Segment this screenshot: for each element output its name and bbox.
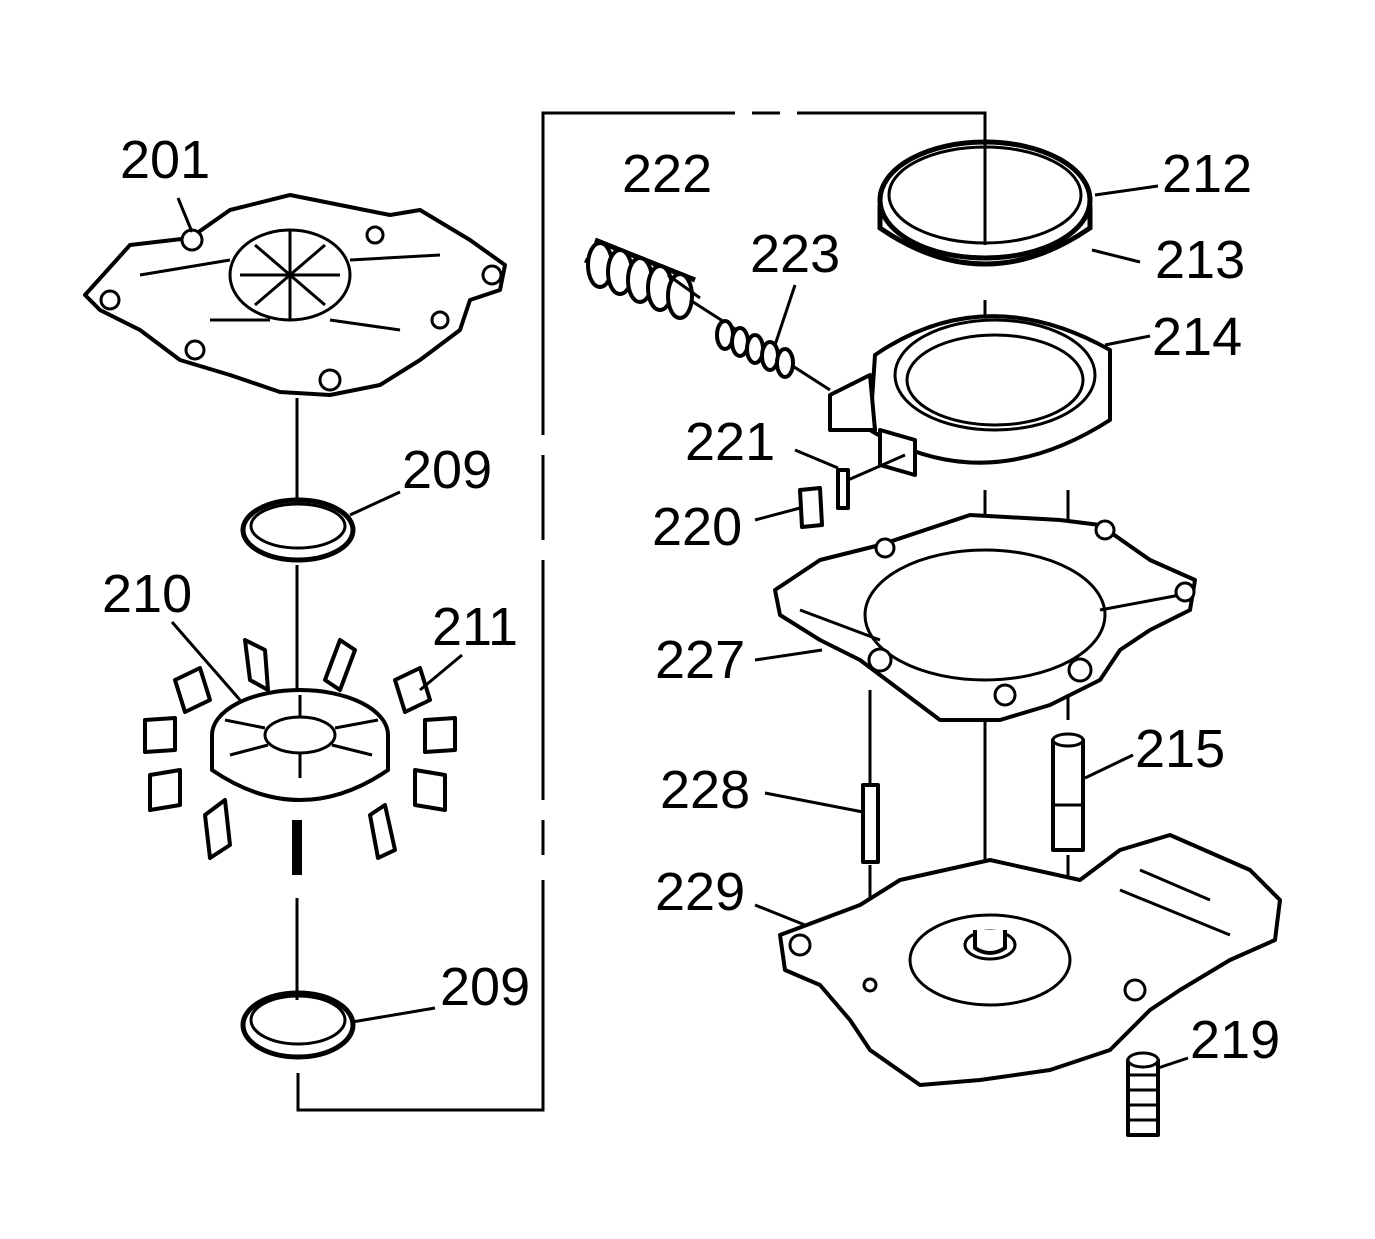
label-210: 210 bbox=[102, 564, 192, 624]
part-222-outer-spring bbox=[584, 237, 831, 392]
part-219-filter bbox=[1126, 1051, 1160, 1137]
part-214-slide bbox=[828, 314, 1112, 477]
label-211: 211 bbox=[432, 597, 518, 657]
part-229-base-plate bbox=[778, 833, 1282, 1087]
part-228-dowel-pin bbox=[861, 783, 880, 864]
part-labels: 201 209 210 211 209 222 223 212 213 214 … bbox=[102, 130, 1280, 1070]
part-227-housing bbox=[773, 513, 1197, 722]
part-220-seal bbox=[798, 486, 824, 529]
label-212: 212 bbox=[1162, 144, 1252, 204]
label-219: 219 bbox=[1190, 1010, 1280, 1070]
part-209-upper-seal-ring bbox=[240, 497, 356, 563]
label-201: 201 bbox=[120, 130, 210, 190]
label-221: 221 bbox=[685, 412, 775, 472]
part-221-pivot-pin bbox=[836, 453, 906, 510]
label-229: 229 bbox=[655, 862, 745, 922]
label-209-lower: 209 bbox=[440, 957, 530, 1017]
label-220: 220 bbox=[652, 497, 742, 557]
part-213-ring bbox=[877, 205, 1093, 267]
label-213: 213 bbox=[1155, 230, 1245, 290]
label-215: 215 bbox=[1135, 719, 1225, 779]
part-201-cover-plate bbox=[83, 193, 507, 397]
label-214: 214 bbox=[1152, 307, 1242, 367]
part-211-vanes bbox=[143, 638, 457, 860]
label-227: 227 bbox=[655, 630, 745, 690]
part-210-rotor bbox=[210, 688, 390, 875]
part-209-lower-seal-ring bbox=[240, 990, 356, 1060]
leader-lines bbox=[170, 184, 1189, 1070]
part-212-ring bbox=[877, 139, 1093, 261]
label-222: 222 bbox=[622, 144, 712, 204]
part-223-inner-spring bbox=[715, 319, 795, 379]
part-215-pin bbox=[1051, 732, 1085, 852]
label-209-upper: 209 bbox=[402, 440, 492, 500]
label-228: 228 bbox=[660, 760, 750, 820]
label-223: 223 bbox=[750, 224, 840, 284]
assembly-bracket-line bbox=[296, 111, 987, 1112]
